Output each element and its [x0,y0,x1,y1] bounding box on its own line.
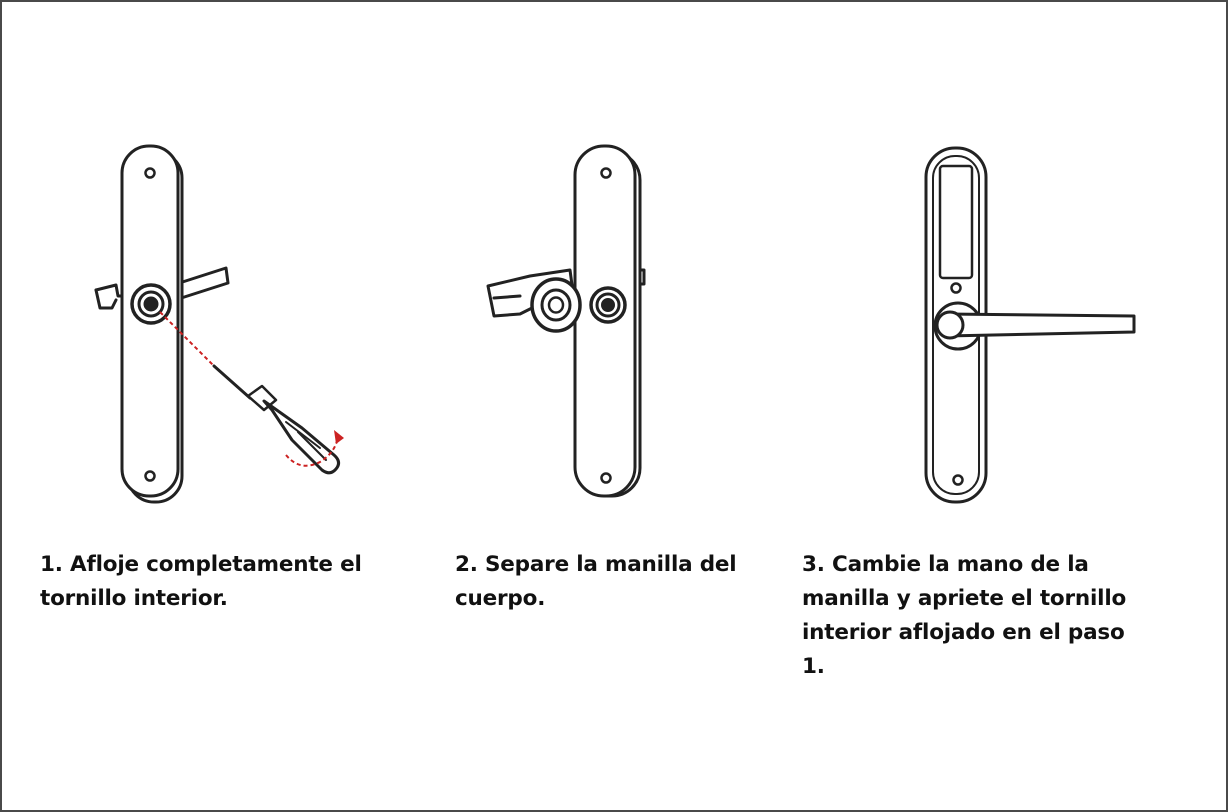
step3-lever-hub [935,310,965,340]
step1-direction-marks [159,311,339,467]
rotation-arrow [285,435,339,467]
rotation-arrow-head [334,430,344,444]
keypad-window [938,164,974,280]
screwdriver [212,364,252,400]
step1-illustration [94,144,341,504]
step2-illustration [486,144,646,498]
step2-caption: 2. Separe la manilla del cuerpo. [455,552,737,611]
alignment-dashed-line [159,311,215,367]
step3-reversed-lever [944,312,1136,338]
step3-caption: 3. Cambie la mano de la manilla y apriet… [802,552,1127,679]
step2-lever-collar [530,277,582,333]
step1-caption: 1. Afloje completamente el tornillo inte… [40,552,362,611]
step3-illustration [924,146,1136,504]
